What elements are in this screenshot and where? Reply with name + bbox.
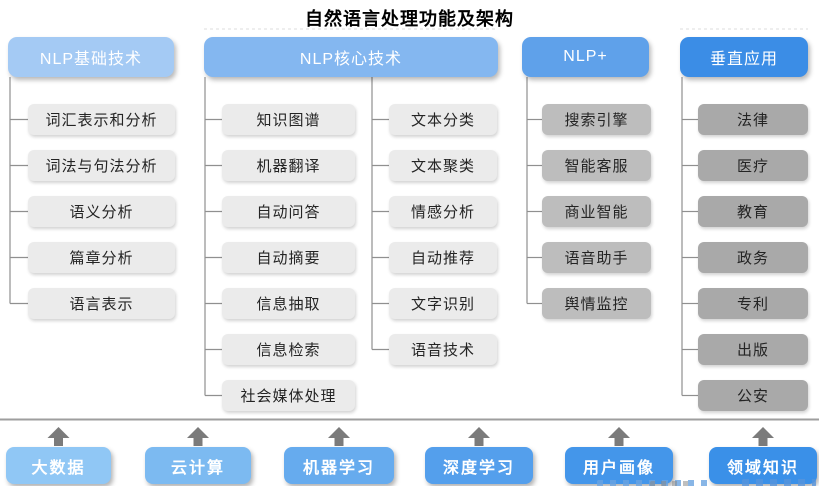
diagram-title: 自然语言处理功能及架构 — [305, 9, 514, 29]
diagram-node-nlp-core: 自动推荐 — [389, 242, 497, 273]
up-arrow-icon — [468, 427, 490, 446]
foundation-box: 机器学习 — [284, 447, 394, 484]
up-arrow-icon — [187, 427, 209, 446]
diagram-node-vertical-apps: 法律 — [698, 104, 808, 135]
diagram-node-vertical-apps: 专利 — [698, 288, 808, 319]
diagram-node-vertical-apps: 教育 — [698, 196, 808, 227]
diagram-node-nlp-core: 文字识别 — [389, 288, 497, 319]
diagram-node-nlp-plus: 智能客服 — [542, 150, 651, 181]
foundation-box: 大数据 — [6, 447, 111, 484]
foundation-box: 用户画像 — [565, 447, 673, 484]
diagram-node-nlp-plus: 商业智能 — [542, 196, 651, 227]
diagram-node-nlp-basic: 词法与句法分析 — [28, 150, 175, 181]
diagram-node-nlp-plus: 搜索引擎 — [542, 104, 651, 135]
diagram-node-vertical-apps: 医疗 — [698, 150, 808, 181]
diagram-node-nlp-plus: 舆情监控 — [542, 288, 651, 319]
up-arrow-icon — [752, 427, 774, 446]
diagram-node-vertical-apps: 出版 — [698, 334, 808, 365]
foundation-box: 领域知识 — [709, 447, 817, 484]
diagram-node-nlp-core: 文本聚类 — [389, 150, 497, 181]
diagram-node-nlp-core: 情感分析 — [389, 196, 497, 227]
diagram-node-nlp-core: 机器翻译 — [222, 150, 355, 181]
foundation-box: 云计算 — [145, 447, 251, 484]
diagram-node-nlp-core: 语音技术 — [389, 334, 497, 365]
diagram-node-nlp-plus: 语音助手 — [542, 242, 651, 273]
diagram-node-nlp-basic: 语言表示 — [28, 288, 175, 319]
diagram-node-nlp-core: 信息检索 — [222, 334, 355, 365]
column-header-nlp-basic: NLP基础技术 — [8, 37, 174, 77]
diagram-node-nlp-core: 自动问答 — [222, 196, 355, 227]
diagram-node-vertical-apps: 政务 — [698, 242, 808, 273]
diagram-node-nlp-core: 信息抽取 — [222, 288, 355, 319]
up-arrow-icon — [328, 427, 350, 446]
diagram-node-nlp-core: 社会媒体处理 — [222, 380, 355, 411]
diagram-node-nlp-basic: 词汇表示和分析 — [28, 104, 175, 135]
foundation-box: 深度学习 — [425, 447, 533, 484]
up-arrow-icon — [47, 427, 70, 446]
column-header-nlp-plus: NLP+ — [522, 37, 649, 77]
diagram-node-vertical-apps: 公安 — [698, 380, 808, 411]
diagram-node-nlp-core: 自动摘要 — [222, 242, 355, 273]
column-header-nlp-core: NLP核心技术 — [204, 37, 498, 77]
diagram-node-nlp-basic: 篇章分析 — [28, 242, 175, 273]
diagram-node-nlp-core: 文本分类 — [389, 104, 497, 135]
diagram-node-nlp-core: 知识图谱 — [222, 104, 355, 135]
up-arrow-icon — [608, 427, 630, 446]
diagram-node-nlp-basic: 语义分析 — [28, 196, 175, 227]
watermark-fragment — [742, 479, 816, 486]
watermark-fragment — [650, 481, 692, 486]
column-header-vertical-apps: 垂直应用 — [680, 37, 808, 77]
